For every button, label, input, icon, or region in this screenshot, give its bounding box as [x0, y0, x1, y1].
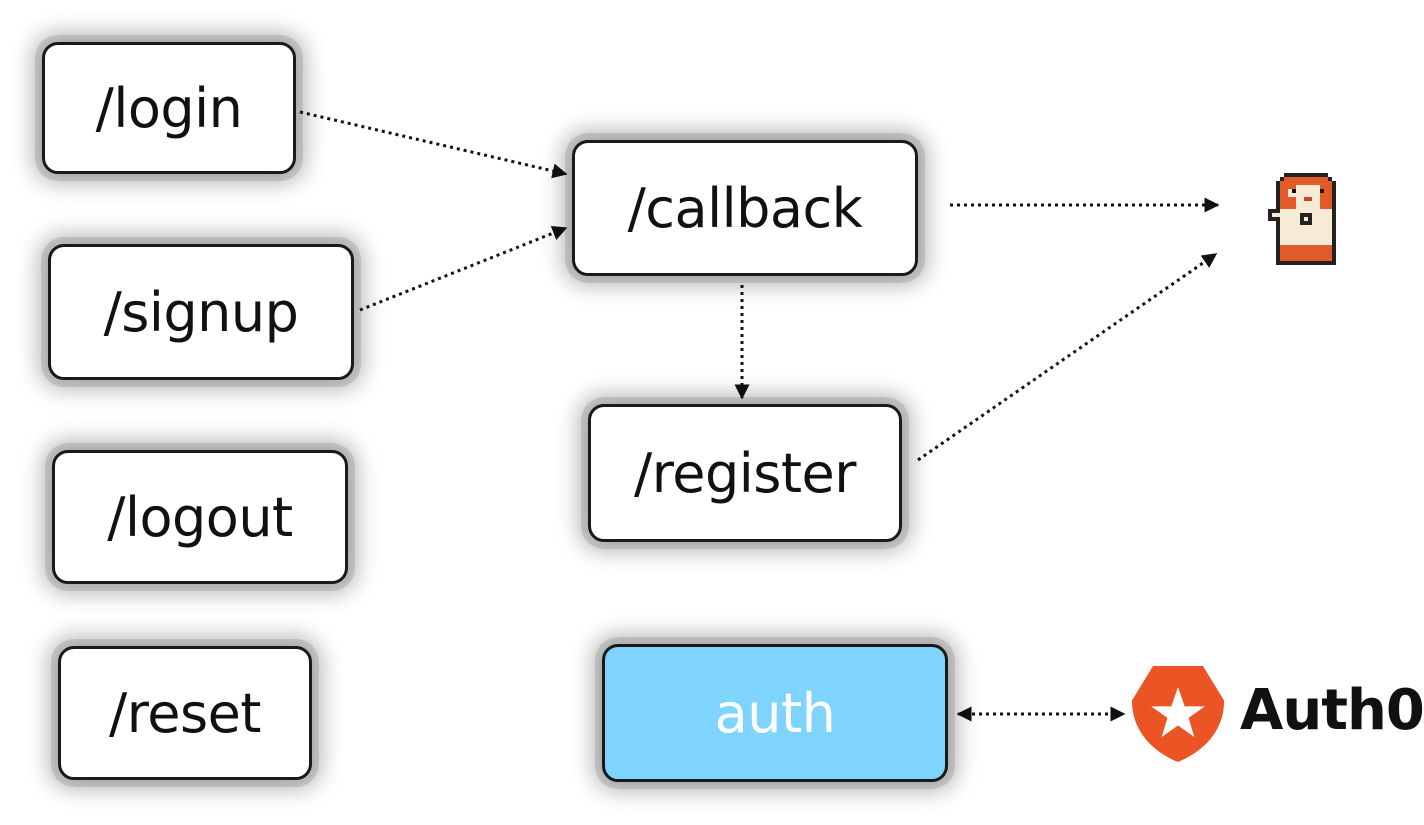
route-reset-label: /reset	[109, 681, 261, 745]
route-reset: /reset	[58, 646, 312, 780]
route-logout-label: /logout	[107, 485, 293, 549]
auth0-wordmark: Auth0	[1240, 678, 1424, 743]
arrow-login-to-callback	[299, 110, 568, 179]
route-callback: /callback	[572, 140, 918, 276]
auth-module: auth	[602, 644, 948, 782]
route-callback-label: /callback	[627, 176, 863, 240]
hamster-mascot-icon	[1268, 173, 1336, 265]
auth0-shield-star-icon	[1131, 666, 1225, 762]
auth-module-label: auth	[714, 681, 836, 745]
route-register: /register	[588, 404, 902, 542]
route-signup-label: /signup	[103, 280, 299, 344]
route-login-label: /login	[95, 76, 243, 140]
route-signup: /signup	[48, 244, 354, 380]
route-register-label: /register	[634, 441, 856, 505]
route-logout: /logout	[52, 450, 348, 584]
route-login: /login	[42, 42, 296, 174]
arrow-signup-to-callback	[359, 226, 568, 312]
arrow-register-to-app	[917, 252, 1218, 462]
